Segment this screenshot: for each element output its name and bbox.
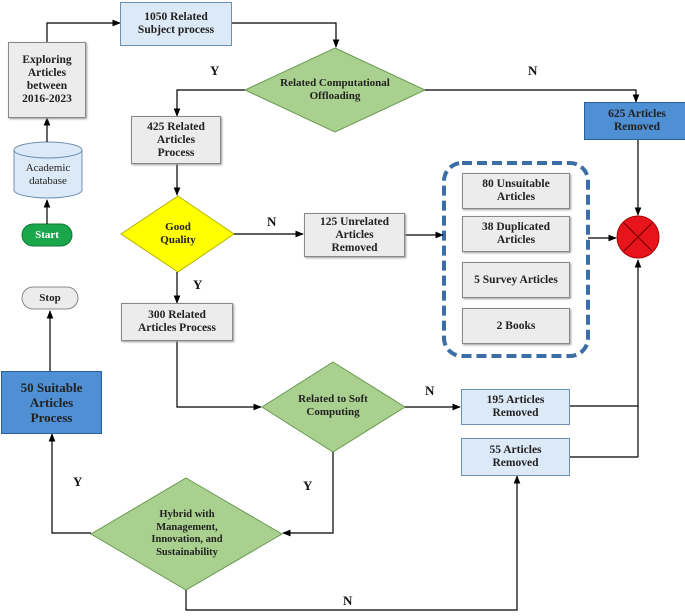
- removed-x-icon: [616, 215, 660, 259]
- label-offloading-yes: Y: [210, 63, 220, 78]
- related-425-box: 425 Related Articles Process: [131, 116, 221, 164]
- decision-quality-shape: [120, 195, 235, 273]
- subject-process-box: 1050 Related Subject process: [120, 2, 232, 46]
- edge-soft-yes: [282, 452, 334, 537]
- related-300-box: 300 Related Articles Process: [121, 303, 233, 341]
- exploring-articles-box: Exploring Articles between 2016-2023: [8, 42, 86, 118]
- decision-hybrid: Hybrid with Management, Innovation, and …: [151, 509, 223, 558]
- suitable-50-box: 50 Suitable Articles Process: [1, 371, 102, 434]
- removed-625-box: 625 Articles Removed: [584, 102, 685, 140]
- removed-195-box: 195 Articles Removed: [461, 389, 570, 425]
- unrelated-125-box: 125 Unrelated Articles Removed: [304, 213, 405, 257]
- books-2-box: 2 Books: [462, 308, 570, 344]
- duplicated-38-box: 38 Duplicated Articles: [462, 216, 570, 252]
- decision-quality: Good Quality: [160, 221, 196, 246]
- edge-300-soft: [176, 341, 262, 411]
- database-label: Academic database: [25, 162, 71, 187]
- decision-soft-computing: Related to Soft Computing: [298, 393, 368, 418]
- edge-hybrid-yes: [48, 433, 91, 534]
- stop-terminal-shape: [21, 286, 79, 310]
- edge-subject-offloading: [232, 22, 340, 48]
- label-hybrid-yes: Y: [73, 474, 83, 489]
- stop-label: Stop: [39, 291, 61, 304]
- label-quality-no: N: [267, 214, 277, 229]
- label-quality-yes: Y: [193, 277, 203, 292]
- edge-offloading-no: [425, 89, 640, 103]
- label-soft-no: N: [425, 383, 435, 398]
- removed-articles-group: [442, 161, 590, 358]
- decision-offloading: Related Computational Offloading: [280, 77, 390, 102]
- unsuitable-80-box: 80 Unsuitable Articles: [462, 173, 570, 209]
- removed-55-box: 55 Articles Removed: [461, 438, 570, 476]
- edge-exploring-subject: [46, 19, 121, 42]
- edge-hybrid-no: [185, 475, 521, 611]
- label-soft-yes: Y: [303, 478, 313, 493]
- database-icon: [13, 141, 83, 199]
- decision-offloading-shape: [243, 47, 427, 133]
- start-label: Start: [35, 228, 59, 241]
- edge-offloading-yes: [173, 89, 245, 117]
- label-hybrid-no: N: [343, 593, 353, 608]
- label-offloading-no: N: [528, 63, 538, 78]
- survey-5-box: 5 Survey Articles: [462, 262, 570, 298]
